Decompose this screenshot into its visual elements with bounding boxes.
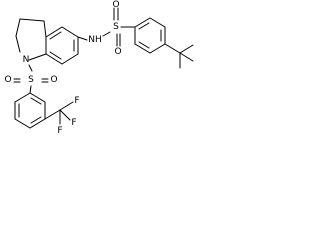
indoline-benzene-ring (45, 26, 79, 65)
amide-linker (77, 31, 111, 41)
tert-butyl-group (164, 43, 194, 69)
atom-label-fluorine-3: F (71, 118, 76, 128)
trifluoromethyl-group (44, 101, 74, 125)
structure-diagram: N NH S O O S O O F F F (4, 0, 194, 136)
indoline-ring (15, 18, 47, 61)
atom-label-fluorine-1: F (74, 96, 79, 106)
atom-label-sulfonamide-o-bottom: O (114, 47, 121, 57)
atom-label-fluorine-2: F (57, 126, 62, 136)
sulfonamide-group (113, 7, 136, 47)
atom-label-sulfonyl-s: S (28, 75, 34, 85)
atom-label-sulfonamide-o-top: O (112, 0, 119, 10)
atom-label-sulfonamide-s: S (113, 22, 119, 32)
trifluoromethylphenyl-ring (14, 92, 46, 129)
tert-butylphenyl-ring (134, 17, 166, 54)
sulfonyl-group (13, 64, 49, 94)
atom-label-nh: NH (88, 35, 102, 45)
atom-label-sulfonyl-o-right: O (50, 75, 57, 85)
atom-label-ring-n: N (23, 55, 30, 65)
atom-label-sulfonyl-o-left: O (4, 75, 11, 85)
